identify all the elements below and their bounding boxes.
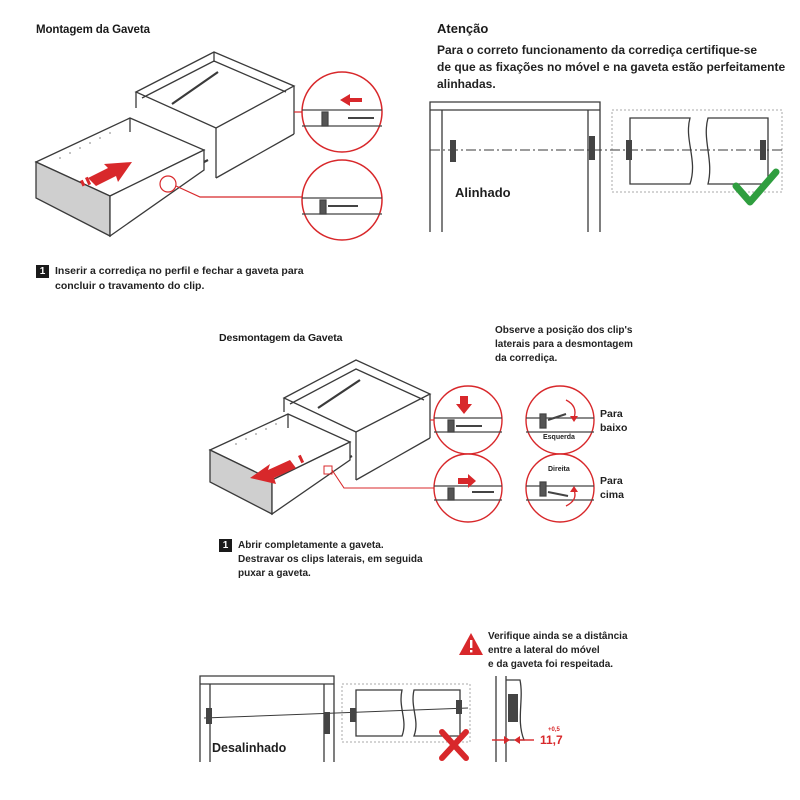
step-number-badge: 1: [219, 539, 232, 552]
warning-icon: [459, 633, 483, 655]
misaligned-label: Desalinhado: [212, 741, 287, 755]
observe-line2: laterais para a desmontagem: [495, 339, 633, 350]
montagem-step-line1: Inserir a corrediça no perfil e fechar a…: [55, 265, 304, 277]
observe-note: Observe a posição dos clip's laterais pa…: [495, 324, 655, 366]
tolerance-label: +0,5: [548, 727, 560, 733]
observe-line3: da corrediça.: [495, 353, 558, 364]
observe-line1: Observe a posição dos clip's: [495, 325, 633, 336]
direita-label: Direita: [548, 466, 570, 473]
montagem-title: Montagem da Gaveta: [36, 24, 150, 36]
desmontagem-step-line2: Destravar os clips laterais, em seguida: [238, 554, 423, 565]
step-number-badge: 1: [36, 265, 49, 278]
para-baixo-line2: baixo: [600, 422, 628, 434]
para-cima-label: Para cima: [600, 474, 624, 502]
montagem-drawer-illustration: [34, 51, 383, 241]
aligned-illustration: [429, 101, 784, 232]
esquerda-label: Esquerda: [543, 434, 575, 441]
verifique-line2: entre a lateral do móvel: [488, 645, 600, 656]
atencao-text-line1: Para o correto funcionamento da corrediç…: [437, 43, 758, 57]
desmontagem-step: 1 Abrir completamente a gaveta. Destravar…: [219, 539, 439, 581]
verifique-line3: e da gaveta foi respeitada.: [488, 659, 614, 670]
desmontagem-title: Desmontagem da Gaveta: [219, 332, 343, 344]
para-baixo-label: Para baixo: [600, 407, 627, 435]
atencao-text: Para o correto funcionamento da corrediç…: [437, 42, 797, 93]
desmontagem-step-line3: puxar a gaveta.: [238, 568, 311, 579]
distance-label: 11,7: [540, 733, 563, 747]
para-cima-line2: cima: [600, 489, 624, 501]
aligned-label: Alinhado: [455, 185, 511, 200]
para-cima-line1: Para: [600, 475, 623, 487]
para-baixo-line1: Para: [600, 408, 623, 420]
desmontagem-step-line1: Abrir completamente a gaveta.: [238, 540, 384, 551]
atencao-text-line3: alinhadas.: [437, 77, 496, 91]
verifique-note: Verifique ainda se a distância entre a l…: [488, 630, 638, 672]
desmontagem-drawer-illustration: [208, 359, 595, 523]
montagem-step-line2: concluir o travamento do clip.: [55, 280, 205, 292]
atencao-title: Atenção: [437, 21, 489, 36]
atencao-text-line2: de que as fixações no móvel e na gaveta …: [437, 60, 786, 74]
verifique-line1: Verifique ainda se a distância: [488, 631, 628, 642]
montagem-step: 1 Inserir a corrediça no perfil e fechar …: [36, 264, 354, 294]
